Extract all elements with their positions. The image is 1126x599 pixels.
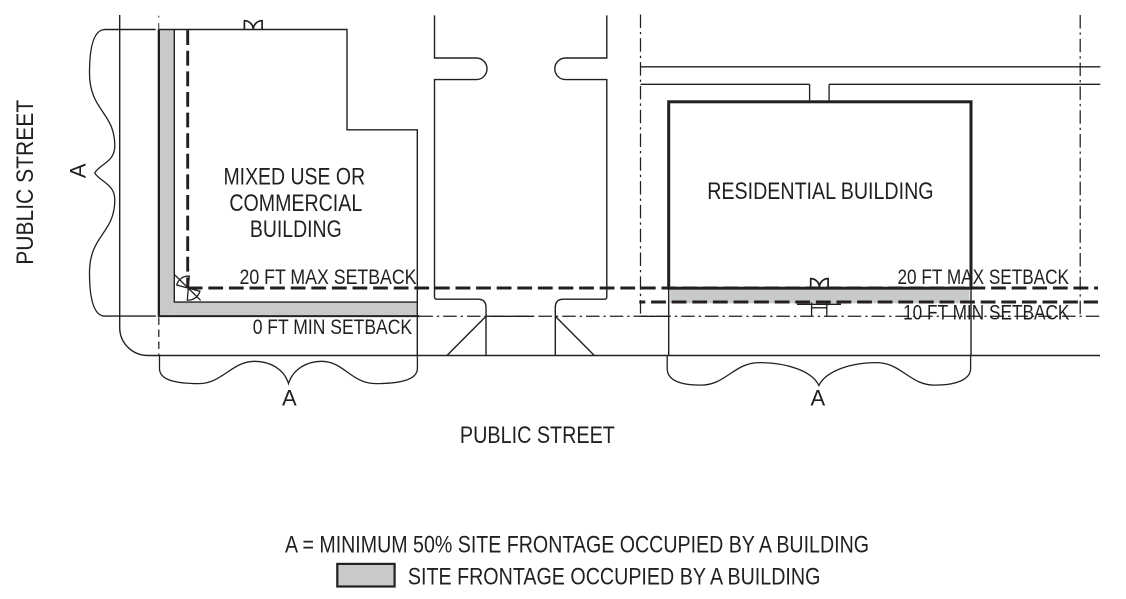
svg-text:A: A xyxy=(811,386,826,411)
svg-text:0 FT MIN SETBACK: 0 FT MIN SETBACK xyxy=(253,315,412,339)
svg-text:BUILDING: BUILDING xyxy=(250,216,342,243)
svg-text:10 FT MIN SETBACK: 10 FT MIN SETBACK xyxy=(903,300,1069,324)
svg-text:A: A xyxy=(282,386,297,411)
svg-text:PUBLIC STREET: PUBLIC STREET xyxy=(460,422,615,449)
svg-text:A = MINIMUM 50% SITE FRONTAGE: A = MINIMUM 50% SITE FRONTAGE OCCUPIED B… xyxy=(285,532,869,559)
svg-text:MIXED USE OR: MIXED USE OR xyxy=(223,164,365,191)
svg-text:RESIDENTIAL BUILDING: RESIDENTIAL BUILDING xyxy=(707,178,933,205)
svg-text:SITE FRONTAGE OCCUPIED BY A BU: SITE FRONTAGE OCCUPIED BY A BUILDING xyxy=(408,563,821,590)
svg-text:20 FT MAX SETBACK: 20 FT MAX SETBACK xyxy=(240,265,417,289)
svg-text:COMMERCIAL: COMMERCIAL xyxy=(229,190,362,217)
svg-text:A: A xyxy=(66,163,91,178)
svg-text:PUBLIC STREET: PUBLIC STREET xyxy=(12,100,39,265)
svg-text:20 FT MAX SETBACK: 20 FT MAX SETBACK xyxy=(898,265,1070,289)
